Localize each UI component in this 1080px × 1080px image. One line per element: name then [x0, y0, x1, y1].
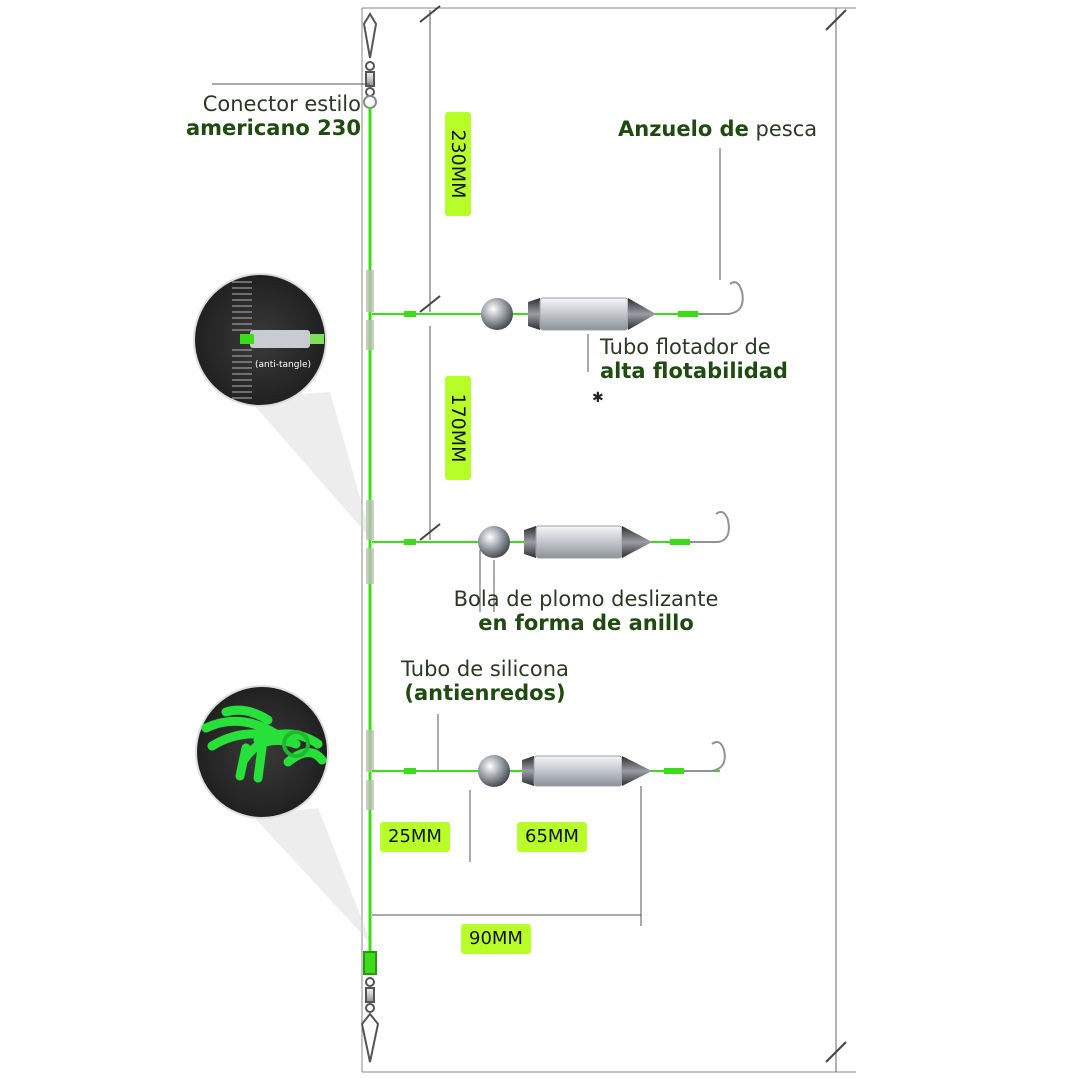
tube-segment-6	[366, 780, 374, 810]
spotlight-lower	[252, 808, 372, 945]
bottom-snap-swivel	[362, 952, 378, 1062]
inset-silicone-knot	[196, 686, 328, 818]
badge-230mm-text: 230MM	[447, 129, 469, 198]
label-hook: Anzuelo de pesca	[618, 117, 817, 141]
label-sinker-line1: Bola de plomo deslizante	[440, 587, 732, 611]
label-connector-line1: Conector estilo	[186, 92, 361, 116]
tube-segment-5	[366, 730, 374, 772]
badge-25mm: 25MM	[380, 822, 450, 852]
label-silicone-line2: (antienredos)	[404, 681, 565, 705]
tube-segment-3	[366, 500, 374, 540]
tube-segment-4	[366, 548, 374, 584]
label-float: Tubo flotador de alta flotabilidad	[600, 335, 788, 383]
badge-230mm: 230MM	[445, 112, 471, 216]
tube-segment-2	[366, 320, 374, 350]
badge-65mm: 65MM	[517, 822, 587, 852]
label-sinker: Bola de plomo deslizante en forma de ani…	[440, 587, 732, 635]
inset-anti-tangle	[194, 274, 326, 406]
spotlight-upper	[248, 392, 372, 540]
badge-170mm: 170MM	[445, 376, 471, 480]
label-hook-bold: Anzuelo de	[618, 117, 749, 141]
label-connector-line2: americano 230	[186, 116, 361, 140]
small-mark: ✱	[592, 390, 604, 406]
inset-anti-tangle-label: (anti-tangle)	[255, 360, 311, 370]
label-connector: Conector estilo americano 230	[186, 92, 361, 140]
label-silicone-line1: Tubo de silicona	[390, 657, 580, 681]
label-silicone: Tubo de silicona (antienredos)	[390, 657, 580, 705]
label-float-line1: Tubo flotador de	[600, 335, 788, 359]
label-float-line2: alta flotabilidad	[600, 359, 788, 383]
badge-170mm-text: 170MM	[447, 393, 469, 462]
tube-segment-1	[366, 270, 374, 312]
top-snap-swivel	[364, 14, 376, 108]
branch-3	[372, 742, 725, 787]
label-hook-normal: pesca	[756, 117, 818, 141]
badge-90mm: 90MM	[461, 924, 531, 954]
label-sinker-line2: en forma de anillo	[478, 611, 694, 635]
